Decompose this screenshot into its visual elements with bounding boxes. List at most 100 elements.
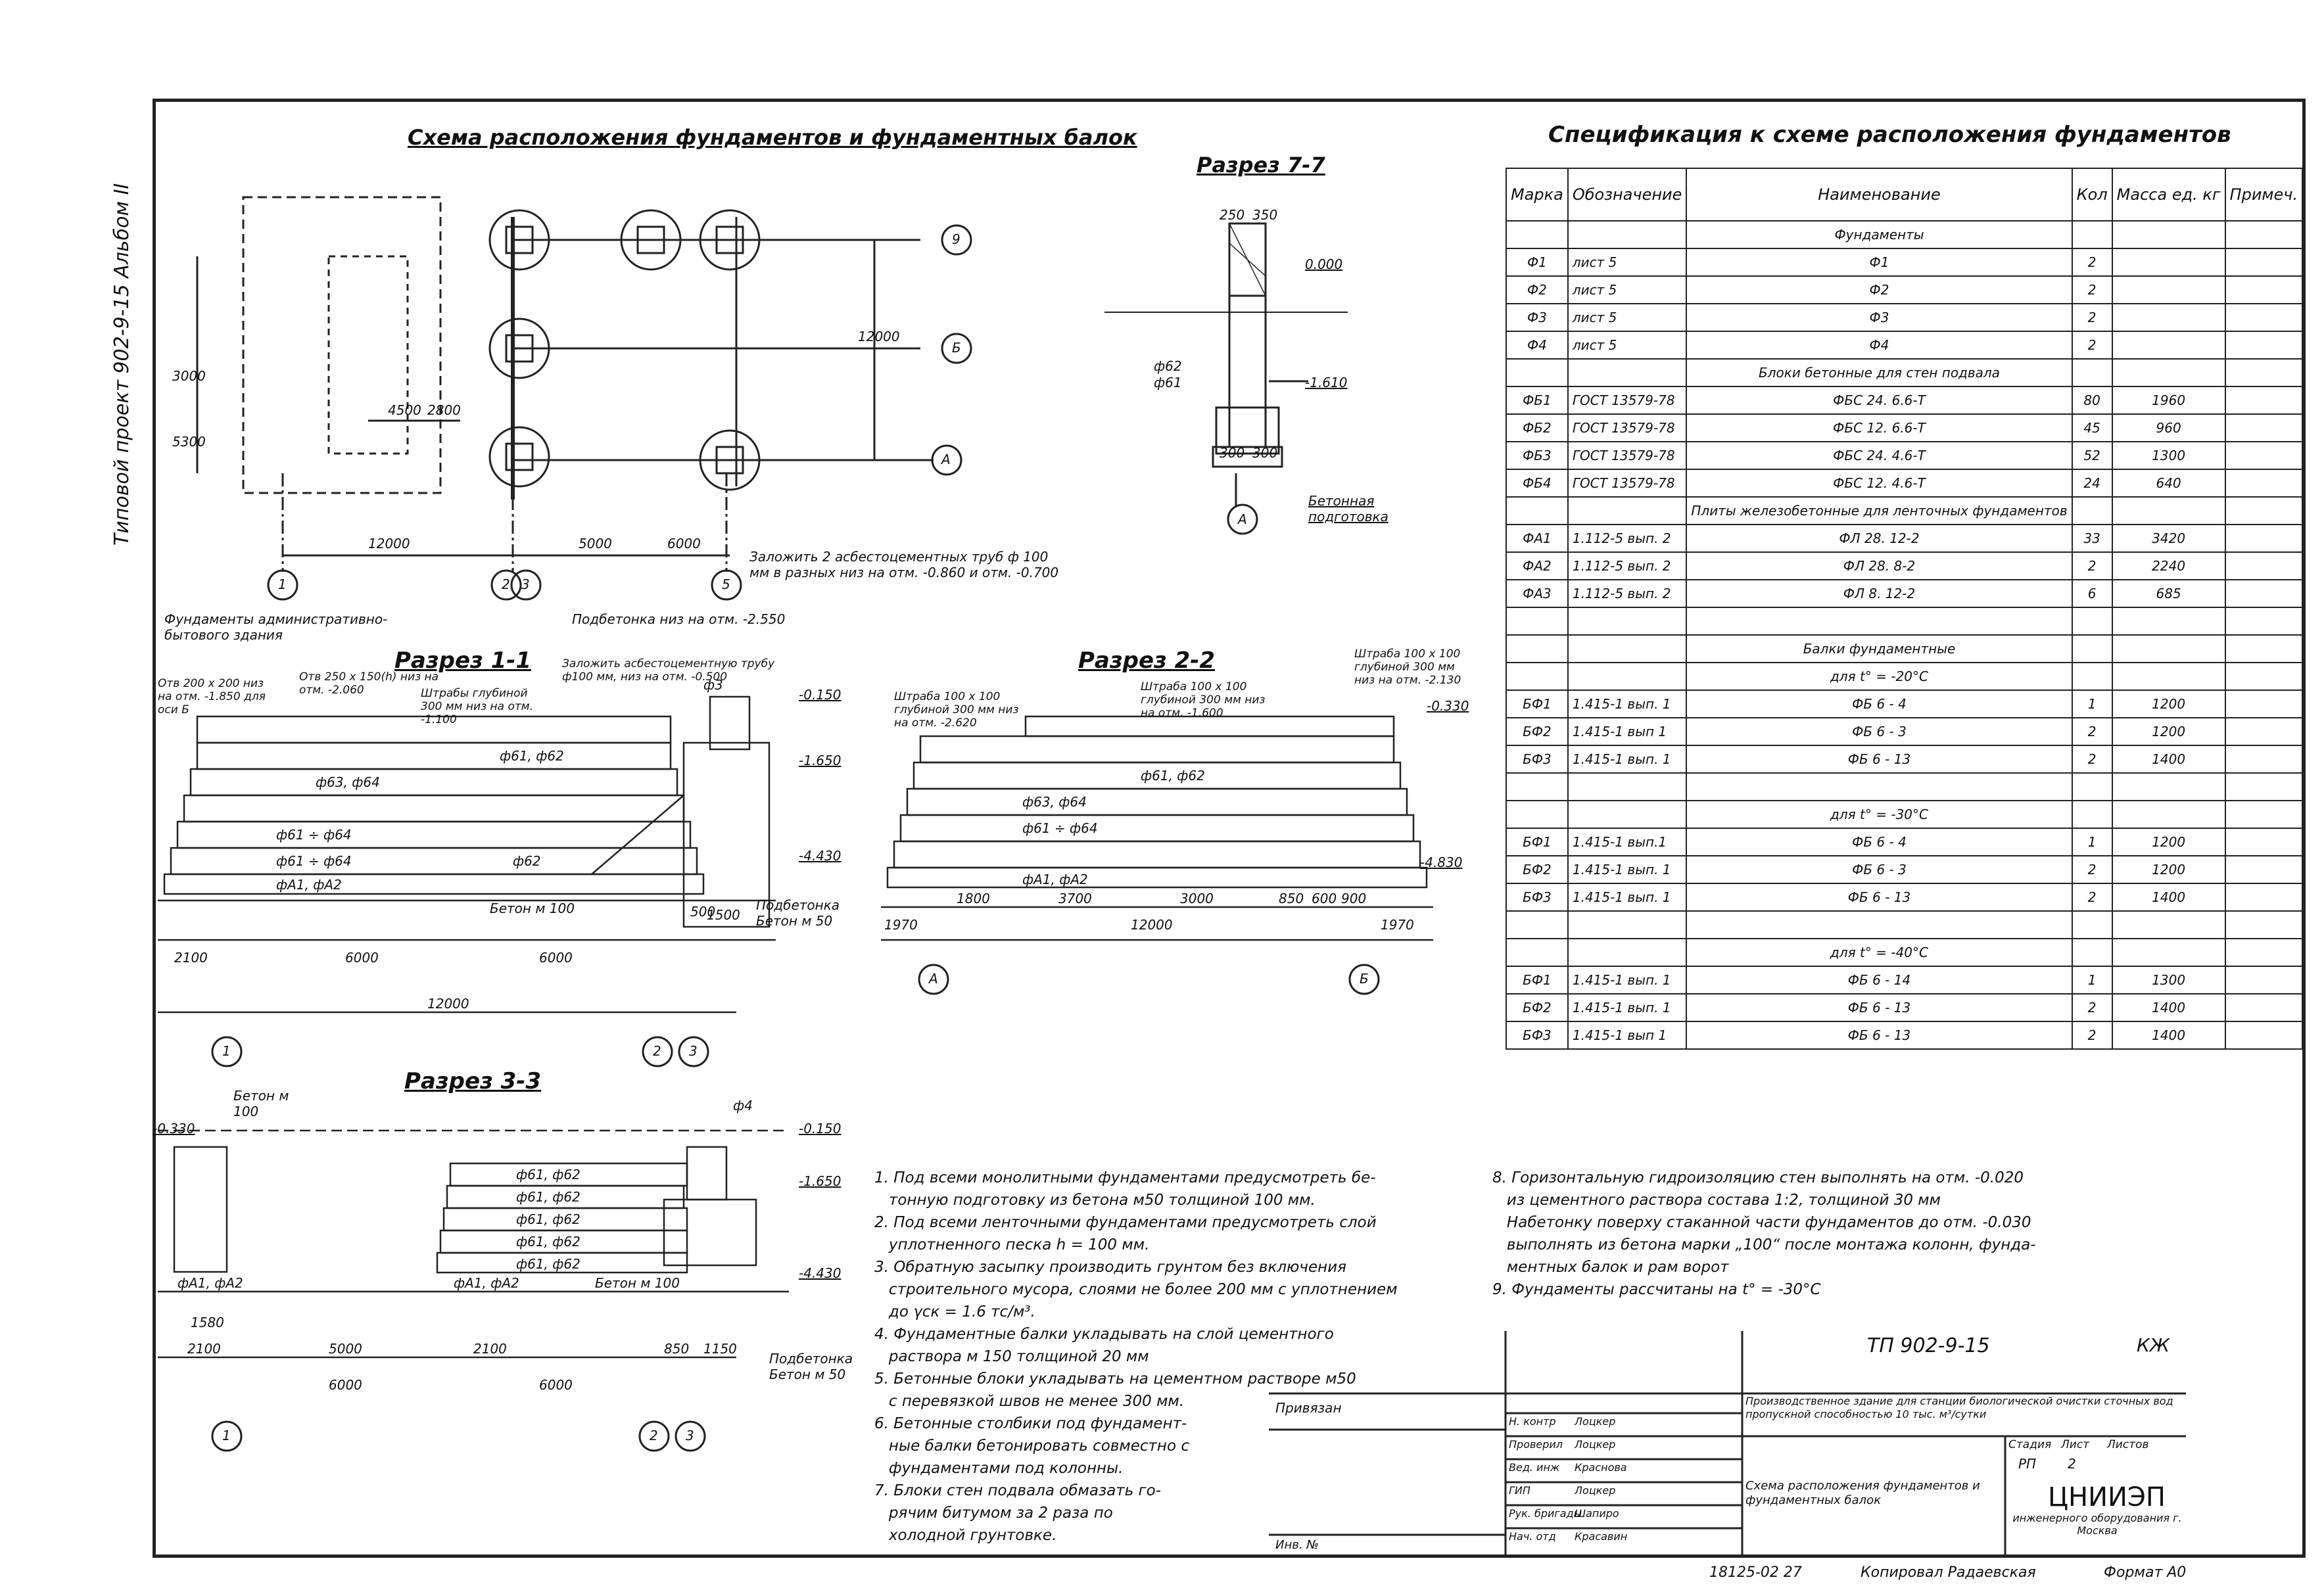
caption-podbetonka: Подбетонка низ на отм. -2.550 <box>572 611 786 627</box>
spec-cell <box>2224 413 2304 442</box>
spec-cell <box>2224 303 2304 332</box>
spec-cell <box>2224 883 2304 912</box>
spec-cell <box>2071 800 2113 829</box>
spec-cell: 1400 <box>2111 1021 2226 1050</box>
plan-dim-3: 6000 <box>667 536 701 551</box>
s11-label-2: ф63, ф64 <box>316 774 380 790</box>
drawing-frame <box>153 99 2306 1558</box>
s33-axis-1: 1 <box>222 1428 231 1443</box>
stamp-copied: Копировал Радаевская <box>1861 1564 2036 1581</box>
axis-label-2: 2 <box>502 576 510 592</box>
spec-cell: ФБ4 <box>1506 469 1569 498</box>
s33-axis-2: 2 <box>650 1428 658 1443</box>
spec-cell: 1.112-5 вып. 2 <box>1567 551 1688 580</box>
stamp-sheet: 2 <box>2068 1456 2076 1472</box>
spec-header-mark: Марка <box>1506 168 1569 222</box>
spec-cell <box>1686 607 2073 636</box>
s11-level-1: -0.150 <box>799 687 842 703</box>
spec-cell: ФБ 6 - 14 <box>1686 966 2073 994</box>
spec-cell: 1400 <box>2111 745 2226 774</box>
s33-beton-m100: Бетон м 100 <box>595 1275 680 1291</box>
spec-cell: БФ1 <box>1506 966 1569 994</box>
spec-cell <box>2111 662 2226 691</box>
spec-cell: Ф2 <box>1506 275 1569 304</box>
stamp-stage: РП <box>2018 1456 2037 1472</box>
s33-dim-8: 1150 <box>703 1341 737 1357</box>
spec-cell <box>2111 303 2226 332</box>
spec-cell: ГОСТ 13579-78 <box>1567 441 1688 470</box>
spec-cell: ФБС 24. 6.6-Т <box>1686 386 2073 415</box>
spec-cell: для t° = -30°С <box>1686 800 2073 829</box>
s77-dim-3: 300 <box>1220 445 1245 461</box>
s33-beton: Бетон м 100 <box>233 1088 289 1119</box>
s11-dim-2: 6000 <box>345 950 379 966</box>
s33-dim-5: 6000 <box>329 1377 362 1393</box>
s77-dim-2: 350 <box>1252 207 1278 223</box>
s11-dim-6: 1500 <box>707 907 740 923</box>
spec-cell <box>1567 358 1688 387</box>
s22-note-2: Штраба 100 х 100 глубиной 300 мм низ на … <box>1141 680 1266 720</box>
spec-header-name: Наименование <box>1686 168 2073 222</box>
spec-cell <box>2071 938 2113 967</box>
s77-label-f61: ф61 <box>1154 375 1182 390</box>
spec-cell: 1 <box>2071 966 2113 994</box>
s11-podbetonka: Подбетонка Бетон м 50 <box>756 897 840 929</box>
spec-row: Плиты железобетонные для ленточных фунда… <box>1506 496 2304 525</box>
stamp-role: Н. контр <box>1509 1415 1556 1428</box>
s77-level-0: 0.000 <box>1305 256 1343 272</box>
spec-cell <box>2224 634 2304 663</box>
s77-axis-A: А <box>1238 511 1247 527</box>
s22-dim-2: 1800 <box>957 891 990 906</box>
s33-podbetonka: Подбетонка Бетон м 50 <box>769 1351 853 1382</box>
spec-cell <box>2111 910 2226 939</box>
spec-cell <box>1506 496 1569 525</box>
stamp-name: Лоцкер <box>1575 1484 1616 1497</box>
spec-cell: 1.415-1 вып 1 <box>1567 717 1688 746</box>
s33-label-2: ф61, ф62 <box>516 1189 581 1205</box>
spec-cell: 960 <box>2111 413 2226 442</box>
s22-note-3: Штраба 100 х 100 глубиной 300 мм низ на … <box>1354 647 1461 687</box>
stamp-sheet-label: Лист <box>2061 1438 2090 1451</box>
spec-row: для t° = -40°С <box>1506 938 2304 967</box>
s22-axis-A: А <box>929 971 938 987</box>
s11-axis-2: 2 <box>653 1043 661 1059</box>
spec-cell: 1200 <box>2111 828 2226 856</box>
spec-cell <box>2224 275 2304 304</box>
notes-right: 8. Горизонтальную гидроизоляцию стен вып… <box>1492 1169 2036 1298</box>
s11-label-6: ф62 <box>513 853 541 869</box>
s11-dim-4: 12000 <box>427 996 469 1012</box>
s11-label-1: ф61, ф62 <box>500 748 564 764</box>
s11-dim-3: 6000 <box>539 950 573 966</box>
s33-label-6: фА1, фА2 <box>178 1275 243 1291</box>
plan-dim-6: 2800 <box>427 402 461 418</box>
axis-label-5: 5 <box>722 576 730 592</box>
spec-cell: ФБ 6 - 4 <box>1686 690 2073 718</box>
spec-cell <box>2224 441 2304 470</box>
spec-cell <box>1506 938 1569 967</box>
spec-cell: ФБ3 <box>1506 441 1569 470</box>
spec-cell <box>2071 496 2113 525</box>
spec-cell: ФБ 6 - 13 <box>1686 1021 2073 1050</box>
spec-cell <box>2224 966 2304 994</box>
spec-cell: 2240 <box>2111 551 2226 580</box>
spec-cell: 33 <box>2071 524 2113 553</box>
plan-dim-7: 3000 <box>172 368 206 384</box>
spec-title: Спецификация к схеме расположения фундам… <box>1548 122 2231 148</box>
notes-left: 1. Под всеми монолитными фундаментами пр… <box>874 1169 1398 1544</box>
spec-cell: 1 <box>2071 828 2113 856</box>
s11-axis-3: 3 <box>689 1043 698 1059</box>
spec-cell <box>2111 358 2226 387</box>
spec-cell: 45 <box>2071 413 2113 442</box>
spec-cell: 1.112-5 вып. 2 <box>1567 579 1688 608</box>
spec-cell <box>1567 496 1688 525</box>
spec-cell: 6 <box>2071 579 2113 608</box>
spec-cell: БФ3 <box>1506 1021 1569 1050</box>
s33-label-3: ф61, ф62 <box>516 1211 581 1227</box>
spec-cell <box>2111 800 2226 829</box>
spec-cell <box>2071 634 2113 663</box>
